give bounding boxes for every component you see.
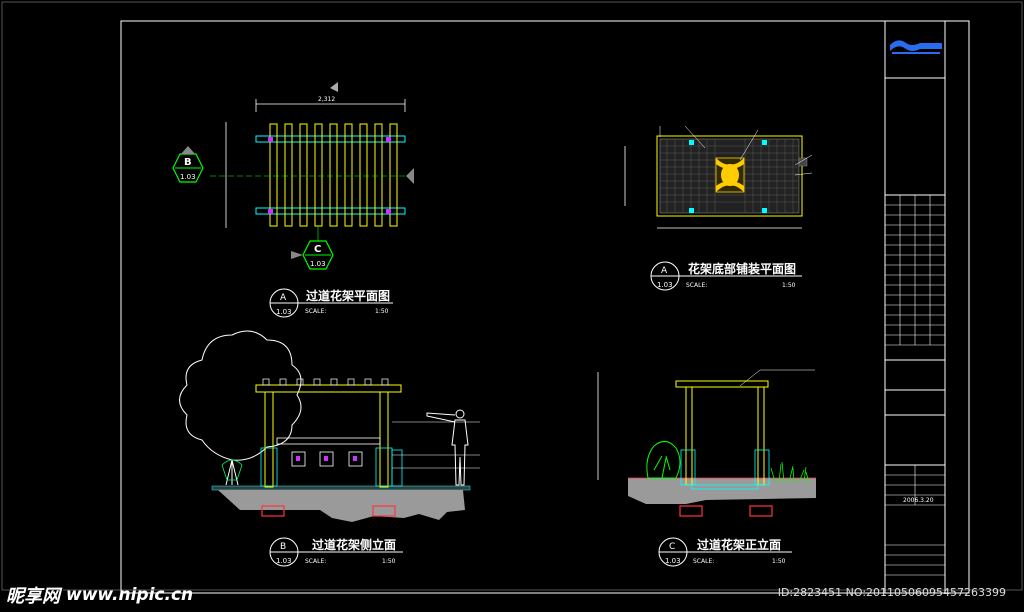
section-marker-c: C 1.03	[291, 226, 334, 270]
plan-title-code: A	[280, 293, 287, 303]
front-title-sheet: 1.03	[665, 557, 681, 565]
bolt-marker	[268, 137, 273, 142]
watermark-logo: 昵享网	[6, 586, 60, 607]
paving-title: A 1.03 花架底部铺装平面图 SCALE: 1:50	[650, 261, 802, 291]
drawing-frame-outer	[1, 1, 1023, 591]
footing	[749, 505, 773, 517]
company-logo	[890, 40, 942, 54]
plan-dim-top: 2,312	[318, 96, 335, 103]
plan-scale-label: SCALE:	[305, 308, 326, 315]
plan-scale-value: 1:50	[375, 308, 389, 315]
front-title-code: C	[669, 542, 675, 552]
side-elevation: B 1.03 过道花架侧立面 SCALE: 1:50	[179, 330, 480, 567]
paving-motif	[715, 157, 745, 193]
front-title-text: 过道花架正立面	[697, 537, 781, 552]
plan-title: A 1.03 过道花架平面图 SCALE: 1:50	[269, 288, 393, 318]
bolt-marker	[386, 209, 391, 214]
footing	[372, 505, 396, 517]
plan-title-text: 过道花架平面图	[306, 288, 390, 303]
watermark-url: www.nipic.cn	[66, 585, 194, 605]
image-id-line: ID:2823451 NO:20110506095457263399	[777, 586, 1006, 599]
paving-view: A 1.03 花架底部铺装平面图 SCALE: 1:50	[624, 125, 813, 291]
plan-view: 2,312	[172, 82, 414, 318]
footing	[679, 505, 703, 517]
title-block: 2006.3.20	[884, 20, 946, 594]
section-marker-c-code: C	[314, 244, 321, 255]
title-block-date: 2006.3.20	[903, 497, 934, 504]
shrub	[646, 441, 681, 479]
side-scale-label: SCALE:	[305, 558, 326, 565]
side-scale-value: 1:50	[382, 558, 396, 565]
front-title: C 1.03 过道花架正立面 SCALE: 1:50	[658, 537, 792, 567]
section-marker-b-code: B	[184, 157, 192, 168]
paving-title-sheet: 1.03	[657, 281, 673, 289]
section-marker-b-sheet: 1.03	[180, 173, 196, 181]
bolt-marker	[268, 209, 273, 214]
bolt-marker	[386, 137, 391, 142]
paving-scale-label: SCALE:	[686, 282, 707, 289]
paving-title-text: 花架底部铺装平面图	[688, 261, 796, 276]
section-marker-c-sheet: 1.03	[310, 260, 326, 268]
tree-outline	[179, 330, 302, 486]
paving-scale-value: 1:50	[782, 282, 796, 289]
section-marker-b: B 1.03	[172, 146, 204, 183]
side-title-text: 过道花架侧立面	[312, 537, 396, 552]
drawing-frame-inner	[120, 20, 970, 594]
front-elevation: C 1.03 过道花架正立面 SCALE: 1:50	[597, 369, 816, 567]
plan-title-sheet: 1.03	[276, 308, 292, 316]
side-title-sheet: 1.03	[276, 557, 292, 565]
side-title: B 1.03 过道花架侧立面 SCALE: 1:50	[269, 537, 403, 567]
watermark: 昵享网 www.nipic.cn	[6, 582, 193, 608]
front-scale-label: SCALE:	[693, 558, 714, 565]
front-scale-value: 1:50	[772, 558, 786, 565]
grass	[770, 461, 810, 483]
footing	[261, 505, 285, 517]
paving-title-code: A	[661, 266, 668, 276]
human-figure	[426, 409, 469, 486]
side-title-code: B	[280, 542, 286, 552]
